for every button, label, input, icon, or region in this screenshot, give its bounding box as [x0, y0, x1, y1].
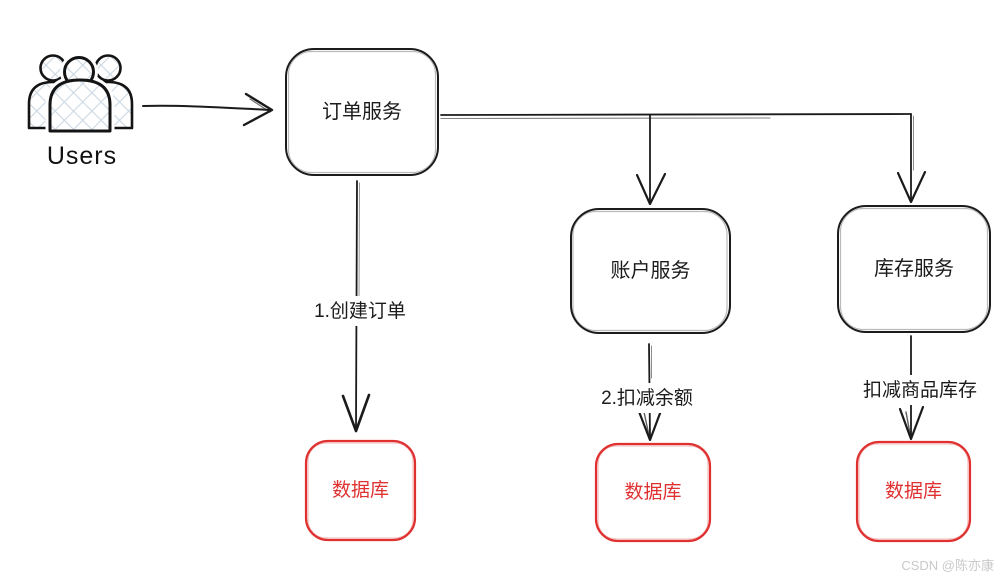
users-icon — [27, 53, 134, 136]
order-db-label: 数据库 — [331, 480, 389, 501]
order-service-label: 订单服务 — [322, 101, 402, 123]
arrow-users-to-order — [142, 92, 274, 127]
account-db-node — [594, 442, 712, 543]
account-db-label: 数据库 — [624, 482, 682, 503]
inventory-db-label: 数据库 — [884, 481, 942, 502]
order-service-node — [285, 48, 439, 176]
connector-order-branches — [440, 113, 927, 206]
edge-label-deduct-stock: 扣减商品库存 — [848, 375, 992, 405]
inventory-db-node — [855, 440, 972, 543]
account-service-node — [570, 208, 731, 334]
edge-label-create-order: 1.创建订单 — [296, 296, 424, 326]
order-db-node — [304, 439, 417, 542]
account-service-label: 账户服务 — [610, 260, 691, 282]
edge-label-deduct-balance: 2.扣减余额 — [586, 383, 708, 413]
csdn-watermark: CSDN @陈亦康 — [901, 557, 994, 573]
inventory-service-node — [837, 205, 991, 333]
inventory-service-label: 库存服务 — [874, 258, 954, 280]
users-label: Users — [46, 141, 118, 170]
